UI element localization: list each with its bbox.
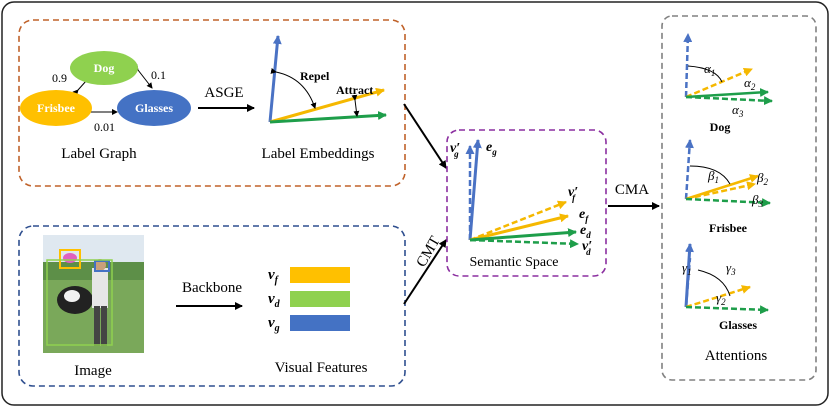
node-frisbee [20, 90, 92, 126]
feature-vd-symbol: vd [268, 291, 281, 310]
dog-alpha3: α3 [732, 102, 744, 119]
edge-weight-dog-glasses: 0.1 [151, 68, 166, 82]
dog-vf-arrow [685, 67, 753, 99]
features-to-semantic-arrow [403, 239, 447, 305]
glasses-vd-arrow [685, 305, 769, 315]
label-graph-title: Label Graph [61, 146, 137, 162]
edge-weight-frisbee-glasses: 0.01 [94, 120, 115, 134]
sem-ef-label: ef [579, 207, 589, 224]
sem-ef-arrow [469, 213, 569, 242]
sem-eg-label: eg [486, 140, 497, 157]
sem-vf-prime-arrow [469, 200, 567, 242]
feature-vg-bar [290, 315, 350, 331]
node-glasses-label: Glasses [135, 101, 173, 115]
embedding-glasses-arrow [268, 35, 282, 123]
feature-vf-symbol: vf [268, 267, 280, 286]
glasses-vf-arrow [685, 285, 751, 309]
glasses-gamma2: γ2 [716, 290, 726, 307]
frisbee-vf-arrow [685, 181, 756, 201]
label-embeddings-title: Label Embeddings [262, 146, 375, 162]
embeddings-to-semantic-arrow [403, 103, 447, 169]
attract-label: Attract [336, 83, 373, 97]
frisbee-angle-arc [689, 165, 731, 185]
edge-dog-glasses [132, 64, 153, 89]
attentions-box [661, 15, 817, 381]
sem-ed-arrow [469, 228, 577, 242]
semantic-space-box [446, 129, 607, 277]
sem-eg-arrow [468, 139, 482, 241]
image-label: Image [74, 363, 112, 379]
frisbee-vd-arrow [685, 197, 771, 208]
attentions-title: Attentions [705, 348, 768, 364]
feature-vf-bar [290, 267, 350, 283]
dog-vg-arrow [683, 33, 693, 98]
node-dog [70, 51, 138, 85]
asge-label: ASGE [204, 85, 243, 101]
feature-vg-symbol: vg [268, 315, 280, 334]
glasses-angle-arc [697, 269, 731, 297]
dog-angle-arc [687, 65, 723, 83]
frisbee-attention-label: Frisbee [709, 221, 748, 235]
node-dog-label: Dog [94, 61, 115, 75]
attract-arc [351, 94, 360, 117]
image-module-box [18, 225, 406, 387]
visual-features-title: Visual Features [275, 360, 368, 376]
frisbee-beta1: β1 [707, 168, 719, 185]
frisbee-beta3: β3 [751, 192, 763, 209]
dog-attention-label: Dog [710, 120, 731, 134]
glasses-attention-label: Glasses [719, 318, 757, 332]
node-frisbee-label: Frisbee [37, 101, 76, 115]
dog-ed-arrow [685, 87, 769, 99]
dog-vd-arrow [685, 95, 773, 106]
backbone-label: Backbone [182, 280, 242, 296]
node-glasses [117, 90, 191, 126]
edge-weight-dog-frisbee: 0.9 [52, 71, 67, 85]
dog-alpha2: α2 [744, 75, 756, 92]
glasses-gamma3: γ3 [726, 260, 736, 277]
semantic-space-title: Semantic Space [469, 255, 558, 270]
frisbee-vg-arrow [684, 139, 694, 200]
sem-vd-prime-label: v′d [582, 239, 592, 257]
sem-ed-label: ed [580, 223, 591, 240]
input-image [43, 235, 144, 353]
repel-label: Repel [300, 69, 330, 83]
embedding-dog-arrow [269, 110, 387, 124]
embedding-frisbee-arrow [269, 87, 385, 124]
sem-vd-prime-arrow [469, 238, 579, 249]
glasses-vg-arrow [684, 257, 692, 308]
sem-vf-prime-label: v′f [568, 185, 578, 203]
feature-vd-bar [290, 291, 350, 307]
glasses-gamma1: γ1 [682, 260, 692, 277]
cma-label: CMA [615, 182, 649, 198]
dog-alpha1: α1 [704, 61, 715, 78]
repel-arc [270, 68, 317, 109]
sem-vg-prime-label: v′g [450, 141, 460, 159]
frisbee-beta2: β2 [756, 170, 768, 187]
